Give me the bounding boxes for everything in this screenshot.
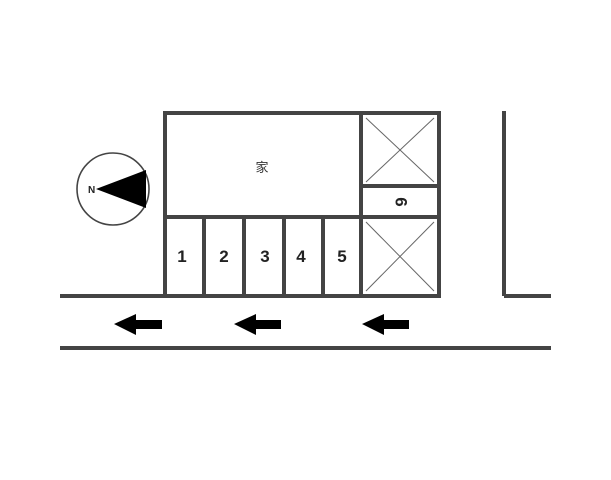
parking-space-6: 6 (392, 197, 411, 206)
compass: N (76, 152, 150, 226)
left-arrow-icon (114, 314, 162, 335)
parking-space-4: 4 (296, 247, 306, 266)
parking-space-3: 3 (260, 247, 269, 266)
traffic-arrows (114, 314, 409, 335)
parking-space-1: 1 (177, 247, 186, 266)
parking-space-5: 5 (337, 247, 346, 266)
cross-line (365, 117, 435, 183)
compass-north-label: N (88, 185, 95, 196)
storage-bottom (365, 221, 435, 292)
cross-line (365, 221, 435, 292)
building-block (163, 111, 441, 298)
house-label: 家 (255, 160, 268, 176)
parking-space-2: 2 (219, 247, 228, 266)
road (60, 111, 551, 350)
left-arrow-icon (362, 314, 409, 335)
building-outline (163, 111, 441, 298)
left-arrow-icon (234, 314, 281, 335)
north-arrow-icon (96, 170, 146, 208)
storage-top (365, 117, 435, 183)
